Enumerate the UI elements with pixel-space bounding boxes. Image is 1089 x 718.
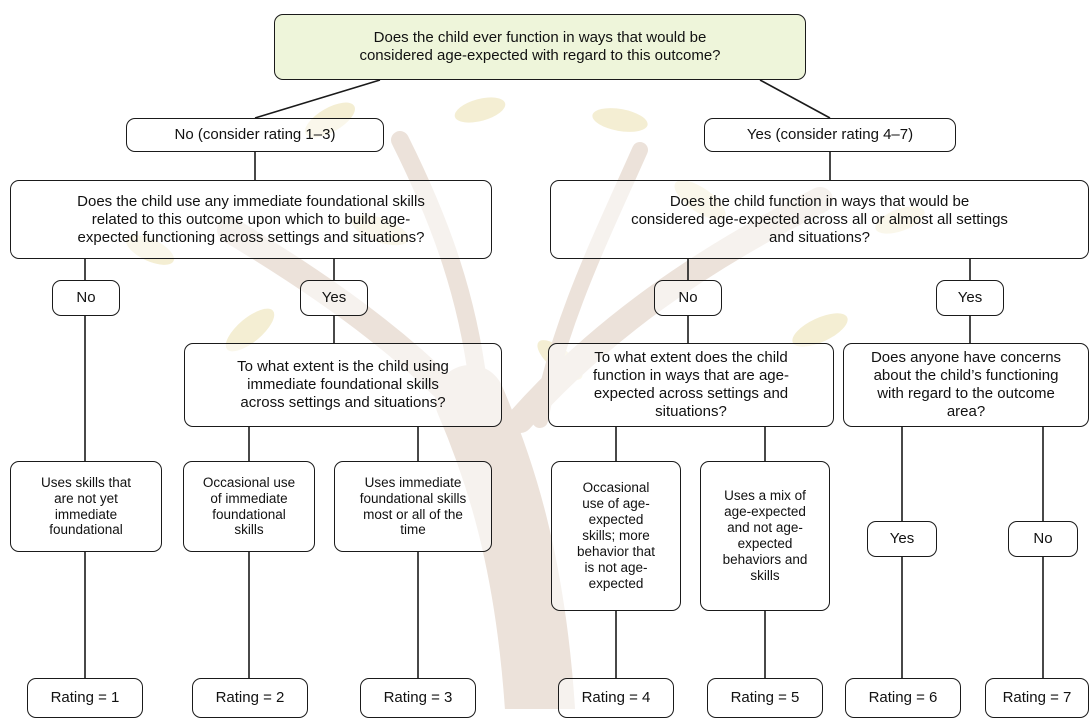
outcome-4-box: Occasional use of age- expected skills; … (551, 461, 681, 611)
outcome-5-box: Uses a mix of age-expected and not age- … (700, 461, 830, 611)
rating-6-box: Rating = 6 (845, 678, 961, 718)
rating-2-box: Rating = 2 (192, 678, 308, 718)
concerns-question-box: Does anyone have concerns about the chil… (843, 343, 1089, 427)
rating-5-box: Rating = 5 (707, 678, 823, 718)
outcome-3-box: Uses immediate foundational skills most … (334, 461, 492, 552)
rating-3-box: Rating = 3 (360, 678, 476, 718)
right-extent-question-box: To what extent does the child function i… (548, 343, 834, 427)
right-no-box: No (654, 280, 722, 316)
root-question-box: Does the child ever function in ways tha… (274, 14, 806, 80)
no-branch-box: No (consider rating 1–3) (126, 118, 384, 152)
outcome-1-box: Uses skills that are not yet immediate f… (10, 461, 162, 552)
concerns-no-box: No (1008, 521, 1078, 557)
rating-1-box: Rating = 1 (27, 678, 143, 718)
right-question-box: Does the child function in ways that wou… (550, 180, 1089, 259)
outcome-2-box: Occasional use of immediate foundational… (183, 461, 315, 552)
yes-branch-box: Yes (consider rating 4–7) (704, 118, 956, 152)
rating-4-box: Rating = 4 (558, 678, 674, 718)
left-yes-box: Yes (300, 280, 368, 316)
right-yes-box: Yes (936, 280, 1004, 316)
left-extent-question-box: To what extent is the child using immedi… (184, 343, 502, 427)
rating-7-box: Rating = 7 (985, 678, 1089, 718)
concerns-yes-box: Yes (867, 521, 937, 557)
left-no-box: No (52, 280, 120, 316)
left-question-box: Does the child use any immediate foundat… (10, 180, 492, 259)
